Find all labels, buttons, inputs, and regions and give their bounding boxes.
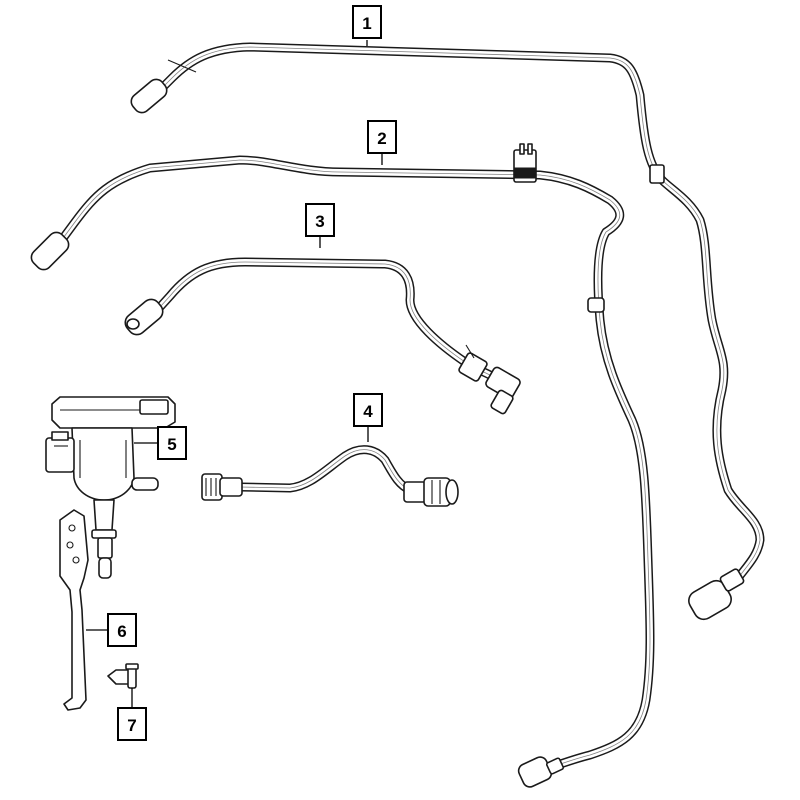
part-6-bracket <box>59 509 89 711</box>
part-1-hose <box>130 42 765 621</box>
quick-connector <box>458 344 521 415</box>
callout-label-4: 4 <box>363 402 373 421</box>
callout-label-2: 2 <box>377 129 386 148</box>
part-3-hose <box>124 257 521 415</box>
callout-label-6: 6 <box>117 622 126 641</box>
callout-7: 7 <box>117 688 147 741</box>
callout-6: 6 <box>86 613 137 647</box>
callout-label-5: 5 <box>167 435 176 454</box>
part-4-hose <box>201 445 459 507</box>
callout-label-1: 1 <box>362 14 371 33</box>
callout-label-3: 3 <box>315 212 324 231</box>
part-7-fastener <box>107 663 139 689</box>
right-quick-connector <box>403 477 459 507</box>
callout-2: 2 <box>367 120 397 165</box>
part-5-valve <box>45 396 176 579</box>
callout-label-7: 7 <box>127 716 136 735</box>
hose-clip <box>513 143 537 183</box>
left-quick-connector <box>201 473 243 501</box>
callout-3: 3 <box>305 203 335 248</box>
part-2-hose <box>30 143 655 788</box>
callout-1: 1 <box>352 5 382 46</box>
callout-5: 5 <box>134 426 187 460</box>
callout-4: 4 <box>353 393 383 442</box>
